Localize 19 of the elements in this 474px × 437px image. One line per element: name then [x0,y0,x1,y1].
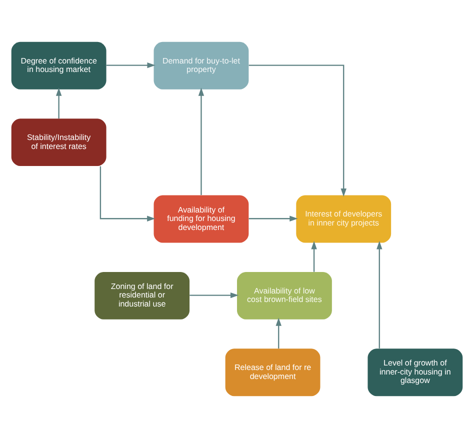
arrow [311,240,317,272]
node-box: Zoning of land for residential or industrial use [94,271,190,319]
node-box: Level of growth of inner-city housing in glasgow [368,348,463,396]
node-box: Degree of confidence in housing market [11,41,106,89]
arrow [276,317,282,348]
node-box: Demand for buy-to-let property [154,41,249,89]
arrow [376,240,382,348]
arrow [106,62,156,68]
arrow [248,64,346,196]
arrow [56,87,62,118]
node-box: Availability of low cost brown-field sites [237,271,332,319]
arrow [100,166,156,221]
arrow [198,87,204,195]
arrow [190,292,239,298]
node-box: Availability of funding for housing development [154,194,249,242]
arrow [248,215,298,221]
node-box: Release of land for re development [225,348,320,396]
node-box: Stability/Instability of interest rates [11,118,106,166]
node-box: Interest of developers in inner city projects [296,194,392,242]
